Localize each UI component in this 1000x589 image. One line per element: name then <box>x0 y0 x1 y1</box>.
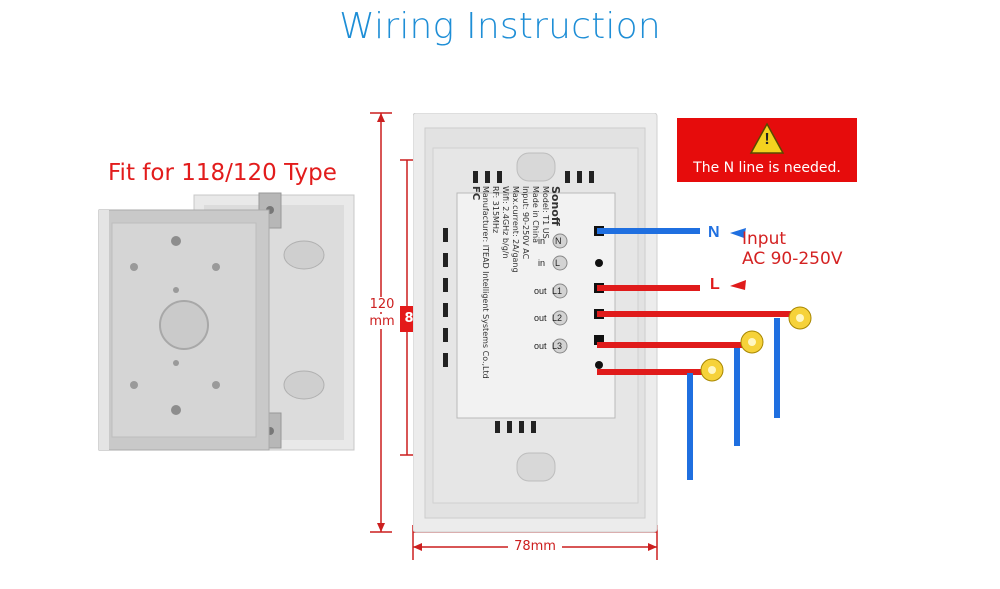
input-label: Input <box>742 229 787 249</box>
bulb-icon <box>788 306 812 330</box>
in-out-label: out <box>534 313 547 323</box>
terminal-label: L <box>555 258 561 268</box>
arrow-icon <box>730 228 746 238</box>
terminal-label: L1 <box>552 286 563 296</box>
terminal-label: L2 <box>552 313 563 323</box>
input-voltage: AC 90-250V <box>742 249 843 269</box>
neutral-label: N <box>708 224 720 241</box>
bulb-icon <box>700 358 724 382</box>
height-value: 120 <box>367 297 397 312</box>
terminal-label: L3 <box>552 341 563 351</box>
in-out-label: in <box>538 236 546 246</box>
page-title: Wiring Instruction <box>339 6 661 47</box>
warning-text: The N line is needed. <box>693 160 841 176</box>
height-unit: mm <box>367 314 397 329</box>
in-out-label: out <box>534 341 547 351</box>
switch-backplate <box>413 113 658 533</box>
warning-banner: ! The N line is needed. <box>677 118 857 182</box>
live-label: L <box>710 276 720 293</box>
in-out-label: out <box>534 286 547 296</box>
junction-box-image <box>98 192 355 451</box>
warning-icon <box>749 122 785 154</box>
in-out-label: in <box>538 258 546 268</box>
arrow-icon <box>730 280 746 290</box>
input-spec: Input AC 90-250V <box>742 229 842 269</box>
warning-symbol: ! <box>764 131 770 148</box>
width-value: 78mm <box>508 539 562 554</box>
bulb-icon <box>740 330 764 354</box>
terminal-label: N <box>555 236 562 246</box>
junction-box-label: Fit for 118/120 Type <box>108 160 337 186</box>
